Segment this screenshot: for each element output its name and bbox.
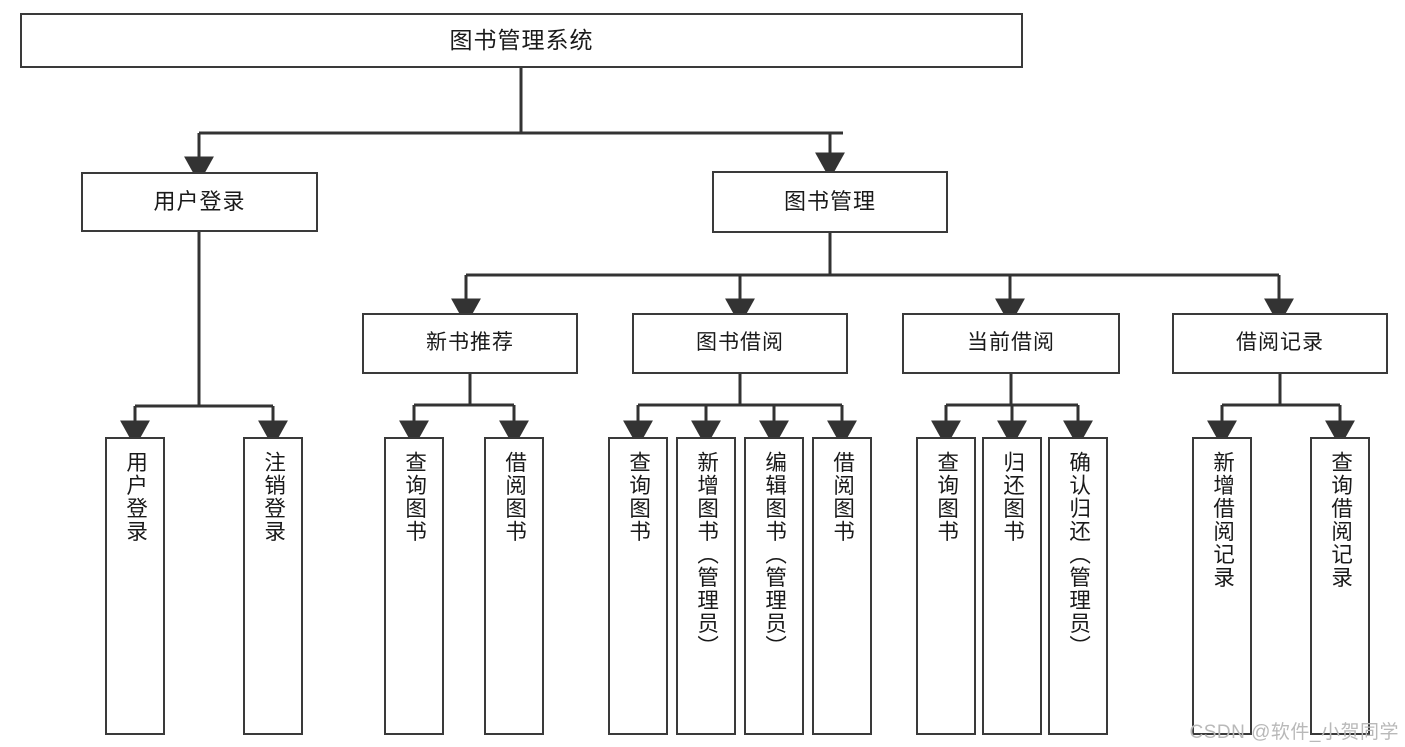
- node-borrow-record[interactable]: 借阅记录: [1172, 313, 1388, 374]
- node-label: 查询图书: [402, 451, 427, 543]
- node-current-borrow[interactable]: 当前借阅: [902, 313, 1120, 374]
- leaf-current-borrow-query-book[interactable]: 查询图书: [916, 437, 976, 735]
- node-label: 借阅图书: [830, 451, 855, 543]
- leaf-current-borrow-return-book[interactable]: 归还图书: [982, 437, 1042, 735]
- leaf-current-borrow-confirm-return-admin[interactable]: 确认归还（管理员）: [1048, 437, 1108, 735]
- node-label: 确认归还（管理员）: [1066, 451, 1091, 658]
- leaf-book-borrow-query-book[interactable]: 查询图书: [608, 437, 668, 735]
- leaf-new-book-borrow-book[interactable]: 借阅图书: [484, 437, 544, 735]
- leaf-book-borrow-edit-book-admin[interactable]: 编辑图书（管理员）: [744, 437, 804, 735]
- node-new-book-recommend[interactable]: 新书推荐: [362, 313, 578, 374]
- node-book-management[interactable]: 图书管理: [712, 171, 948, 233]
- node-label: 图书借阅: [696, 331, 784, 355]
- leaf-user-login-logout[interactable]: 注销登录: [243, 437, 303, 735]
- node-label: 归还图书: [1000, 451, 1025, 543]
- node-label: 注销登录: [261, 451, 286, 543]
- node-label: 新书推荐: [426, 331, 514, 355]
- node-label: 编辑图书（管理员）: [762, 451, 787, 658]
- node-label: 图书管理: [783, 189, 876, 215]
- node-label: 新增借阅记录: [1210, 451, 1235, 589]
- node-label: 借阅图书: [502, 451, 527, 543]
- node-label: 新增图书（管理员）: [694, 451, 719, 658]
- node-label: 图书管理系统: [449, 26, 594, 53]
- node-label: 查询图书: [934, 451, 959, 543]
- node-label: 查询图书: [626, 451, 651, 543]
- node-book-borrow[interactable]: 图书借阅: [632, 313, 848, 374]
- leaf-book-borrow-borrow-book[interactable]: 借阅图书: [812, 437, 872, 735]
- leaf-borrow-record-query-record[interactable]: 查询借阅记录: [1310, 437, 1370, 735]
- node-label: 查询借阅记录: [1328, 451, 1353, 589]
- leaf-user-login-login[interactable]: 用户登录: [105, 437, 165, 735]
- node-label: 用户登录: [153, 189, 246, 215]
- leaf-borrow-record-add-record[interactable]: 新增借阅记录: [1192, 437, 1252, 735]
- node-user-login[interactable]: 用户登录: [81, 172, 318, 232]
- node-label: 用户登录: [123, 451, 148, 543]
- watermark: CSDN @软件_小贺同学: [1189, 722, 1399, 743]
- node-label: 借阅记录: [1236, 331, 1324, 355]
- node-label: 当前借阅: [967, 331, 1055, 355]
- leaf-new-book-query-book[interactable]: 查询图书: [384, 437, 444, 735]
- node-root-book-management-system[interactable]: 图书管理系统: [20, 13, 1023, 68]
- leaf-book-borrow-add-book-admin[interactable]: 新增图书（管理员）: [676, 437, 736, 735]
